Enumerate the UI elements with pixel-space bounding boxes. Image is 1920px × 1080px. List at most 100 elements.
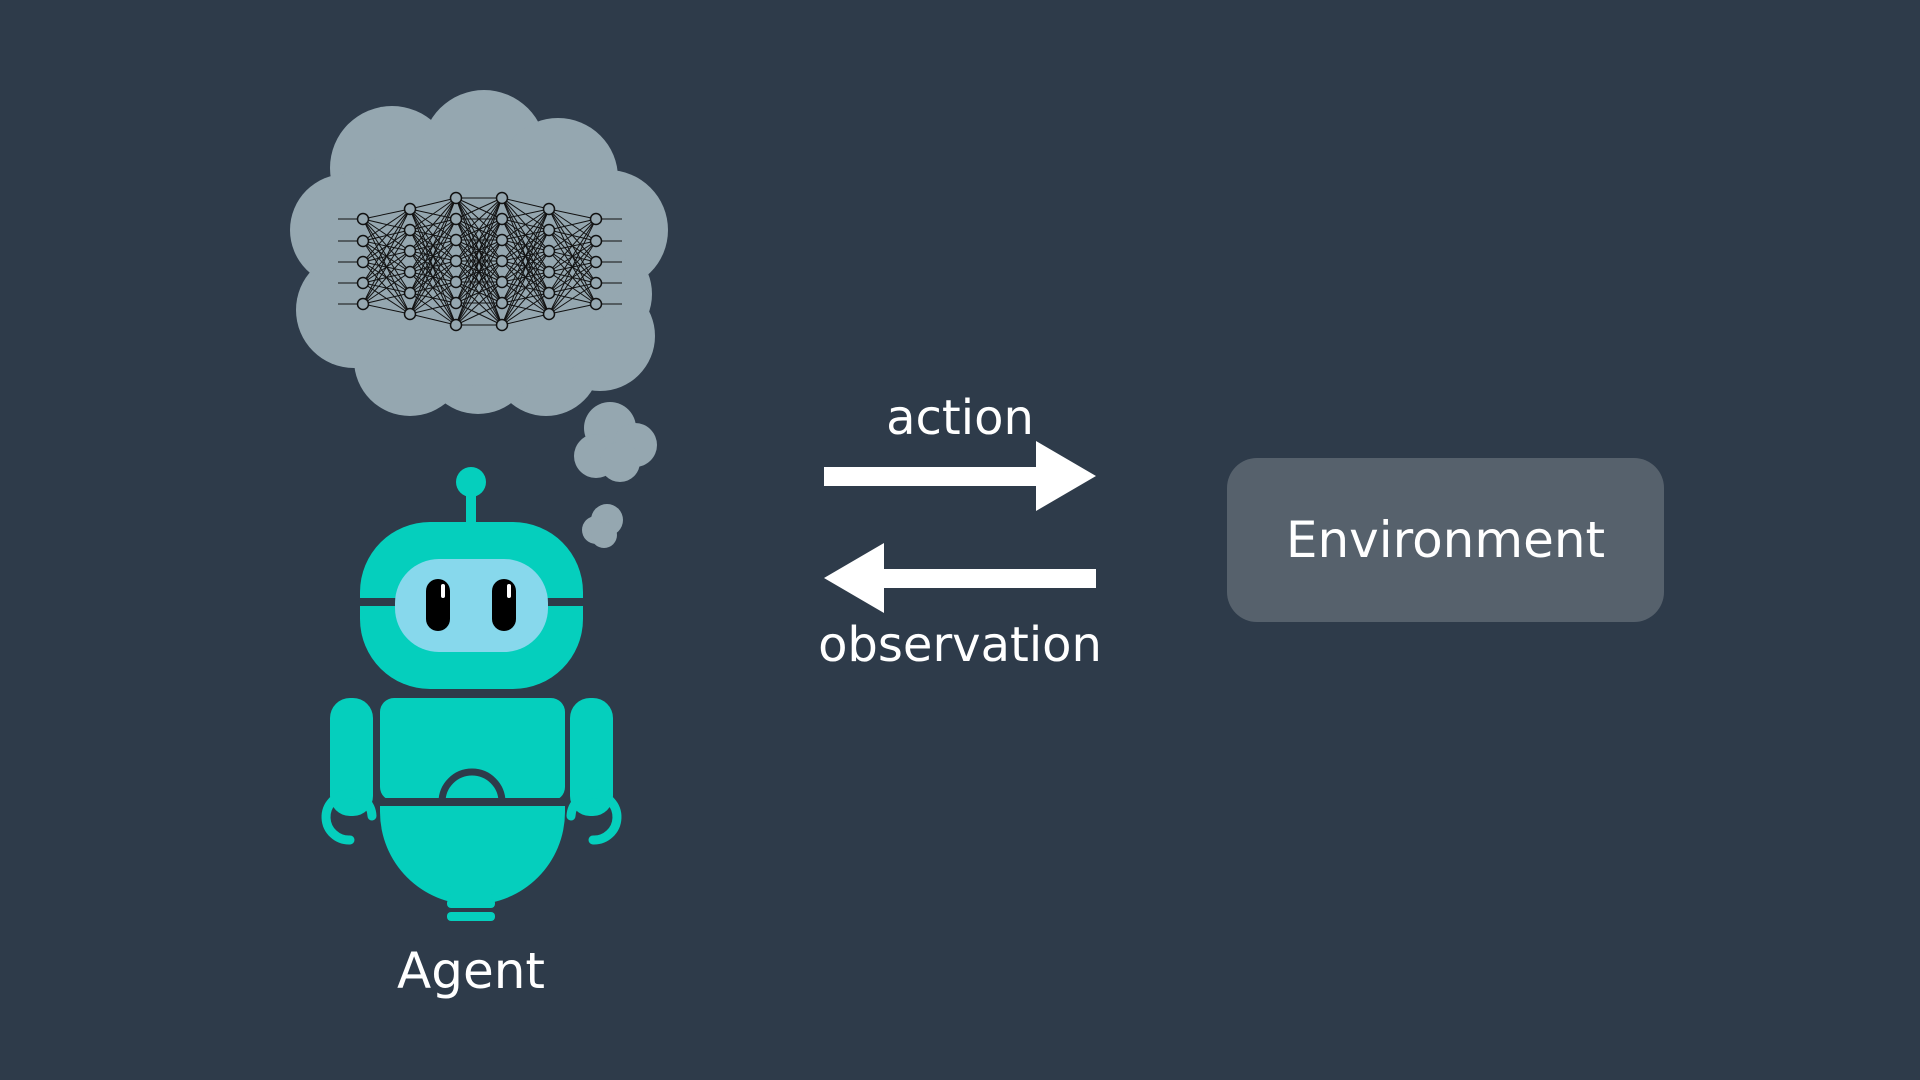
robot-claw-left xyxy=(321,789,377,845)
nn-connection xyxy=(455,302,503,326)
nn-connection xyxy=(548,218,597,273)
nn-node xyxy=(449,318,463,332)
nn-connection xyxy=(362,250,411,305)
nn-connection xyxy=(501,208,550,241)
nn-connection xyxy=(548,303,597,315)
nn-connection xyxy=(548,240,597,315)
nn-connection xyxy=(548,218,597,231)
robot-icon xyxy=(321,467,622,921)
nn-connection xyxy=(455,281,503,326)
nn-node xyxy=(495,254,509,268)
eye-glint-left xyxy=(441,584,445,598)
nn-node xyxy=(356,212,370,226)
nn-connection xyxy=(362,208,411,263)
nn-node xyxy=(495,191,509,205)
nn-connection xyxy=(455,197,503,283)
nn-connection xyxy=(409,218,457,315)
nn-connection xyxy=(409,197,457,294)
environment-box: Environment xyxy=(1227,458,1664,622)
nn-connection xyxy=(362,208,411,305)
nn-connection xyxy=(409,260,457,315)
nn-node xyxy=(589,276,603,290)
nn-node xyxy=(589,212,603,226)
nn-connection xyxy=(362,208,411,284)
neural-network-icon xyxy=(338,191,622,332)
nn-node xyxy=(542,265,556,279)
nn-node xyxy=(495,212,509,226)
nn-node xyxy=(403,244,417,258)
nn-node xyxy=(449,191,463,205)
robot-claw-right xyxy=(566,789,622,845)
robot-belt-arch xyxy=(438,768,506,803)
nn-node xyxy=(403,202,417,216)
nn-connection xyxy=(548,208,597,220)
nn-node xyxy=(356,297,370,311)
nn-node xyxy=(449,212,463,226)
nn-connection xyxy=(501,208,550,220)
nn-connection xyxy=(409,239,457,315)
nn-node xyxy=(356,255,370,269)
nn-connection xyxy=(501,208,550,326)
robot-belly xyxy=(380,800,565,905)
antenna-ball xyxy=(456,467,486,497)
observation-label: observation xyxy=(818,617,1102,673)
nn-connection xyxy=(455,197,503,326)
nn-connection xyxy=(409,197,457,210)
robot-eye-left xyxy=(426,579,450,631)
nn-connection xyxy=(362,271,411,305)
nn-node xyxy=(542,307,556,321)
eye-glint-right xyxy=(507,584,511,598)
nn-connection xyxy=(501,313,550,326)
nn-connection xyxy=(409,197,457,273)
robot-eye-right xyxy=(492,579,516,631)
nn-connection xyxy=(362,208,411,242)
nn-node xyxy=(542,202,556,216)
nn-node xyxy=(495,296,509,310)
nn-connection xyxy=(548,218,597,315)
action-arrow xyxy=(824,441,1096,511)
nn-connection xyxy=(548,218,597,294)
nn-node xyxy=(449,275,463,289)
nn-connection xyxy=(455,197,503,241)
nn-connection xyxy=(501,208,550,262)
nn-connection xyxy=(455,197,503,262)
nn-connection xyxy=(409,313,457,326)
nn-node xyxy=(449,233,463,247)
nn-connection xyxy=(362,208,411,220)
nn-node xyxy=(356,276,370,290)
nn-connection xyxy=(455,260,503,326)
nn-connection xyxy=(409,281,457,315)
nn-connection xyxy=(362,292,411,305)
nn-connection xyxy=(455,218,503,326)
nn-connection xyxy=(548,218,597,252)
nn-node xyxy=(589,255,603,269)
environment-label: Environment xyxy=(1285,511,1606,569)
nn-connection xyxy=(501,292,550,326)
action-label: action xyxy=(886,390,1034,446)
observation-arrow xyxy=(824,543,1096,613)
nn-connection xyxy=(455,197,503,220)
nn-node xyxy=(589,234,603,248)
nn-node xyxy=(356,234,370,248)
robot-arm-right xyxy=(570,698,613,816)
nn-connection xyxy=(409,197,457,252)
robot-base-stripe-3 xyxy=(447,912,495,921)
nn-node xyxy=(449,296,463,310)
robot-base-stripe-2 xyxy=(447,899,495,908)
robot-base-stripe-1 xyxy=(447,886,495,895)
robot-belt xyxy=(380,798,565,806)
robot-arm-left xyxy=(330,698,373,816)
antenna-stem xyxy=(466,490,476,526)
nn-node xyxy=(495,275,509,289)
nn-connection xyxy=(409,302,457,315)
nn-node xyxy=(495,233,509,247)
nn-node xyxy=(403,265,417,279)
nn-connection xyxy=(501,197,550,210)
nn-connection xyxy=(501,229,550,326)
nn-node xyxy=(403,307,417,321)
nn-connection xyxy=(455,197,503,304)
nn-node xyxy=(542,223,556,237)
nn-connection xyxy=(362,229,411,305)
